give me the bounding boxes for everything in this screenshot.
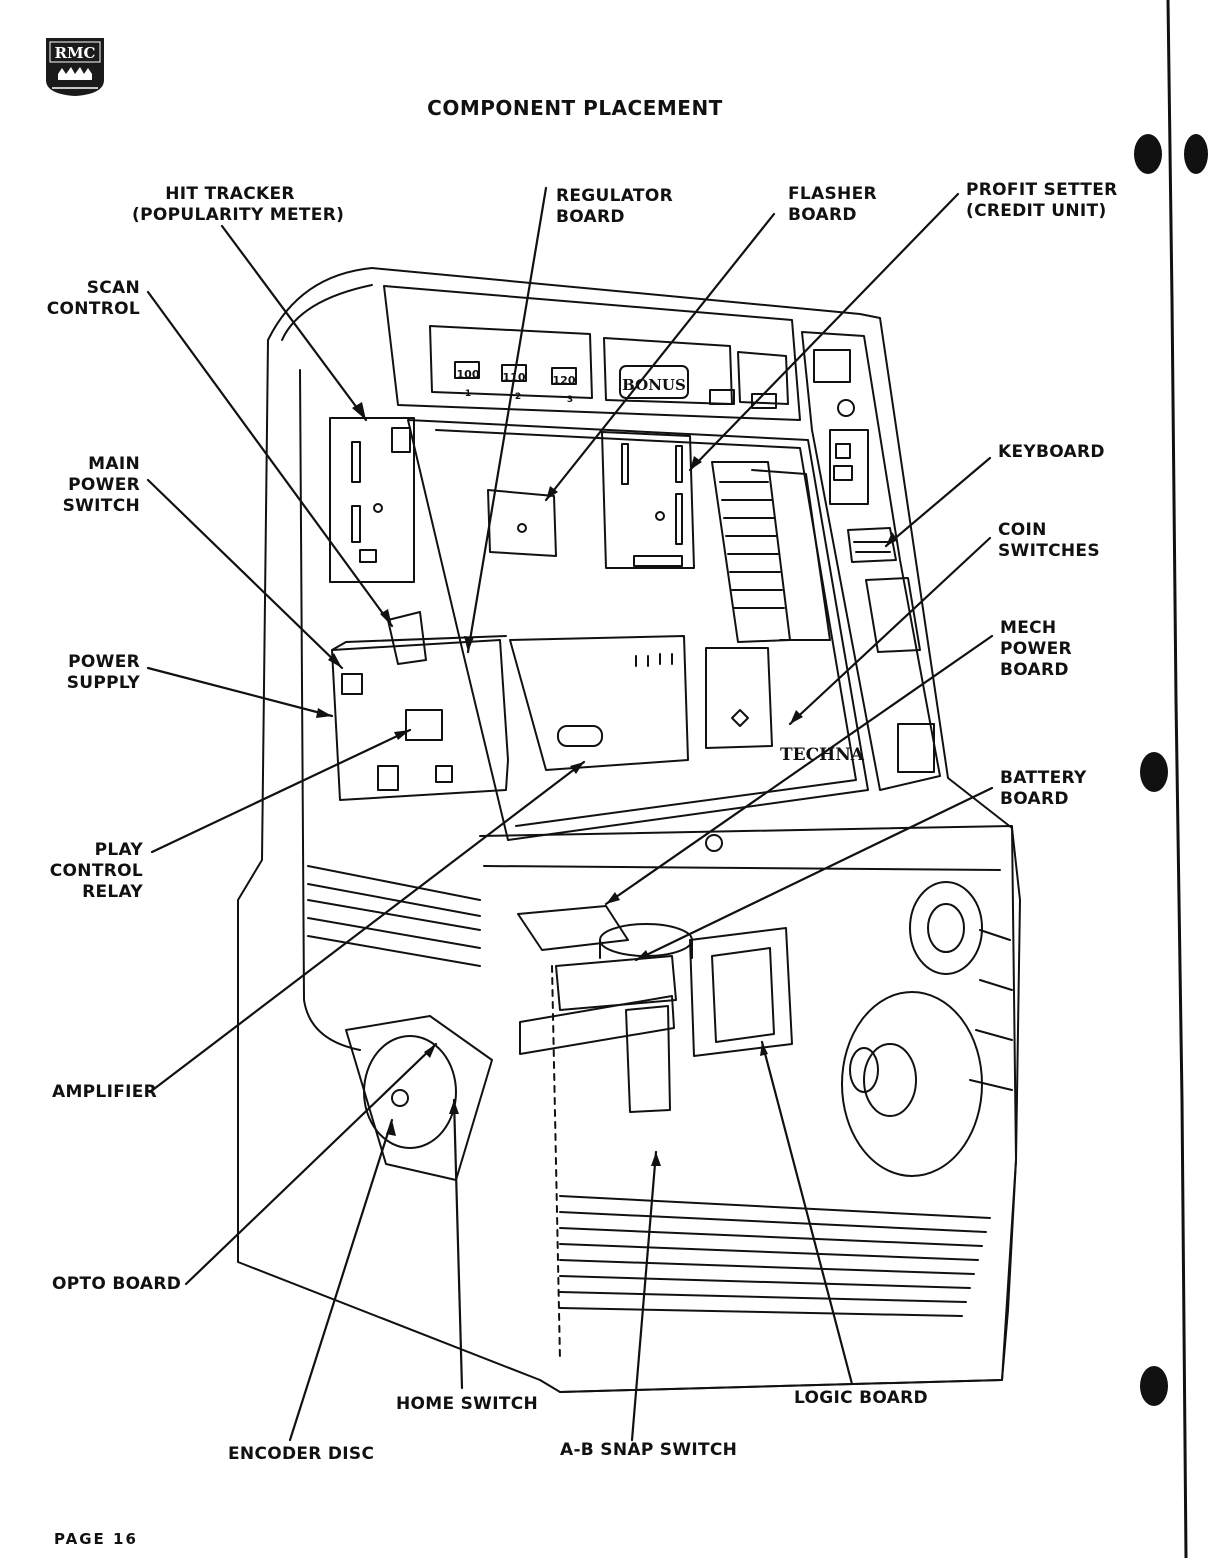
page-edge-line [1166, 0, 1188, 1558]
leader-encoder-disc [288, 1118, 394, 1442]
cabinet-outline [371, 267, 1021, 1393]
amplifier [509, 635, 689, 771]
lock-plate [897, 723, 935, 773]
main-power-switch [387, 611, 427, 665]
leader-power-supply [146, 666, 334, 718]
leader-ab-snap-switch [630, 1150, 658, 1442]
bonus-text: BONUS [622, 376, 686, 394]
leader-keyboard [884, 456, 992, 548]
leader-regulator-board [466, 186, 548, 654]
selection-display [829, 429, 869, 505]
label-profit-setter: PROFIT SETTER(CREDIT UNIT) [966, 180, 1118, 221]
leader-scan-control [146, 290, 394, 628]
meter-number-3: 120 [553, 374, 576, 387]
leader-main-power-switch [146, 478, 344, 670]
play-control-relay [405, 709, 443, 741]
meter-position-3: 3 [567, 395, 573, 405]
woofer-speaker [841, 991, 983, 1177]
flasher-board [601, 431, 695, 569]
leader-logic-board [760, 1040, 854, 1386]
leader-coin-switches [788, 536, 992, 726]
meter-box-1 [454, 361, 480, 379]
leader-battery-board [634, 786, 994, 962]
label-amplifier: AMPLIFIER [52, 1082, 158, 1102]
meter-position-1: 1 [465, 389, 471, 399]
coin-slot [813, 349, 851, 383]
coin-switches [705, 647, 773, 749]
logo-text: RMC [54, 44, 95, 62]
label-encoder-disc: ENCODER DISC [228, 1444, 375, 1464]
hit-tracker-unit [329, 417, 415, 583]
power-supply [331, 639, 509, 801]
encoder-disc [363, 1035, 457, 1149]
leader-profit-setter [688, 192, 960, 472]
label-hit-tracker: HIT TRACKER(POPULARITY METER) [132, 184, 345, 225]
display-panel [383, 285, 801, 421]
leader-play-control-relay [150, 728, 412, 854]
leader-home-switch [452, 1098, 464, 1390]
leader-amplifier [148, 760, 586, 1094]
meter-box-3 [551, 367, 577, 385]
lower-cabinet [479, 825, 1017, 1393]
label-logic-board: LOGIC BOARD [794, 1388, 928, 1408]
encoder-housing [345, 1015, 493, 1181]
ab-snap-switch [625, 1005, 671, 1113]
logic-board [689, 927, 793, 1057]
meter-number-1: 100 [457, 368, 480, 381]
punch-holes [1134, 134, 1208, 1406]
page-title: COMPONENT PLACEMENT [427, 96, 723, 120]
keyboard-keys [847, 527, 897, 563]
label-home-switch: HOME SWITCH [396, 1394, 539, 1414]
label-opto-board: OPTO BOARD [52, 1274, 182, 1294]
label-keyboard: KEYBOARD [998, 442, 1105, 462]
meter-position-2: 2 [515, 392, 521, 402]
label-ab-snap-switch: A-B SNAP SWITCH [560, 1440, 738, 1460]
tweeter-speaker [909, 881, 983, 975]
control-column [801, 331, 941, 791]
inner-window [407, 419, 869, 841]
mech-power-board [517, 905, 629, 951]
leader-hit-tracker [220, 224, 368, 422]
leader-mech-power-board [604, 634, 994, 906]
leader-flasher-board [544, 212, 776, 502]
rmc-logo: RMC [42, 36, 108, 98]
page-number: PAGE 16 [54, 1530, 138, 1548]
leader-opto-board [184, 1042, 438, 1286]
